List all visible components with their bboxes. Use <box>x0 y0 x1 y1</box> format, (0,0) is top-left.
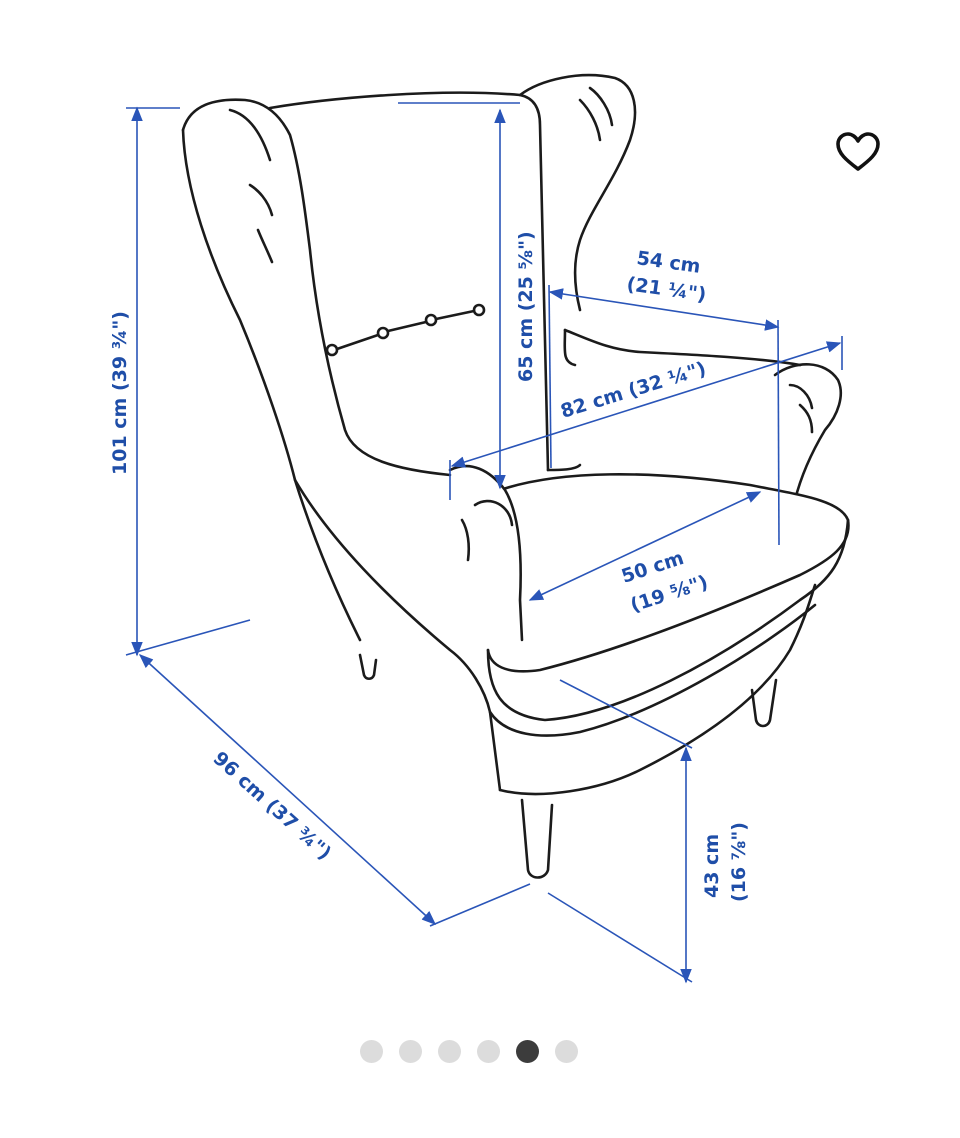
back-height-label: 65 cm (25 ⅝") <box>515 231 537 382</box>
image-pager <box>360 1038 578 1064</box>
height-total-label: 101 cm (39 ¾") <box>109 311 131 475</box>
width-label: 82 cm (32 ¼") <box>558 358 709 423</box>
seat-depth-in-label: (21 ¼") <box>625 273 707 306</box>
pager-dot[interactable] <box>555 1039 578 1063</box>
seat-depth-cm-label: 54 cm <box>635 247 702 278</box>
chair-right-wing <box>518 73 637 312</box>
pager-dot[interactable] <box>438 1039 461 1063</box>
dimension-labels: 101 cm (39 ¾") 65 cm (25 ⅝") 54 cm (21 ¼… <box>109 231 750 902</box>
chair-front-left-leg <box>520 798 554 879</box>
favorite-button[interactable] <box>832 128 884 176</box>
pager-dot-active[interactable] <box>516 1039 539 1063</box>
chair-body <box>293 478 502 792</box>
pager-dot[interactable] <box>477 1039 500 1063</box>
seat-height-in-label: (16 ⅞") <box>728 822 750 902</box>
seat-height-cm-label: 43 cm <box>701 834 723 898</box>
pager-dot[interactable] <box>399 1039 422 1063</box>
pager-dot[interactable] <box>360 1039 383 1063</box>
heart-outline-icon <box>836 132 880 171</box>
chair-back-left-leg <box>358 653 378 681</box>
backrest-buttons <box>325 303 486 357</box>
dimension-lines <box>125 102 843 984</box>
chair-front-right-leg <box>750 678 778 728</box>
depth-label: 96 cm (37 ¾") <box>209 747 336 864</box>
chair-left-wing <box>181 98 452 477</box>
armchair-drawing <box>181 73 850 879</box>
chair-right-armrest <box>773 363 843 502</box>
